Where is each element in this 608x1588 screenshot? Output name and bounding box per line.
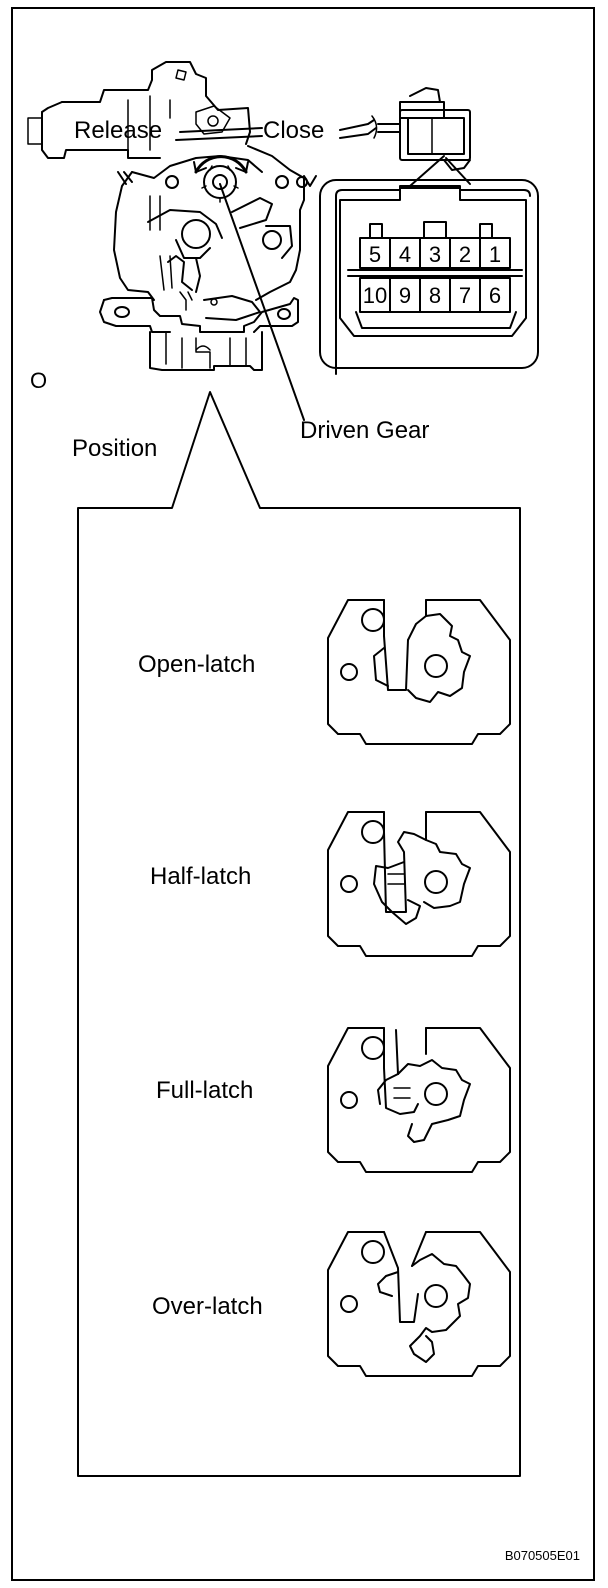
position-label-full-latch: Full-latch	[156, 1077, 253, 1104]
over-latch-diagram	[327, 1231, 511, 1377]
outer-frame	[11, 7, 595, 1581]
full-latch-diagram	[327, 1027, 511, 1173]
connector-pin-labels: 5 4 3 2 1 10 9 8 7 6	[363, 242, 501, 308]
pin-label: 5	[369, 242, 381, 267]
position-label-open-latch: Open-latch	[138, 651, 255, 678]
open-latch-diagram	[327, 599, 511, 745]
release-label: Release	[74, 117, 162, 144]
release-close-leader-line	[175, 127, 263, 141]
door-lock-assembly-drawing	[27, 61, 317, 371]
position-label-over-latch: Over-latch	[152, 1293, 263, 1320]
driven-gear-label: Driven Gear	[300, 417, 429, 444]
driven-gear-leader-line	[219, 183, 305, 421]
position-callout-box	[77, 391, 521, 1477]
pin-label: 10	[363, 283, 387, 308]
pin-label: 9	[399, 283, 411, 308]
pin-label: 8	[429, 283, 441, 308]
pin-label: 3	[429, 242, 441, 267]
connector-plug-drawing	[399, 87, 471, 171]
o-marker: O	[30, 368, 47, 393]
pin-label: 2	[459, 242, 471, 267]
connector-detail-view	[319, 179, 539, 375]
pin-label: 4	[399, 242, 411, 267]
harness-wire	[339, 119, 377, 139]
pin-label: 6	[489, 283, 501, 308]
position-label: Position	[72, 435, 157, 462]
pin-label: 1	[489, 242, 501, 267]
close-label: Close	[263, 117, 324, 144]
figure-id: B070505E01	[505, 1548, 580, 1563]
half-latch-diagram	[327, 811, 511, 957]
position-label-half-latch: Half-latch	[150, 863, 251, 890]
pin-label: 7	[459, 283, 471, 308]
